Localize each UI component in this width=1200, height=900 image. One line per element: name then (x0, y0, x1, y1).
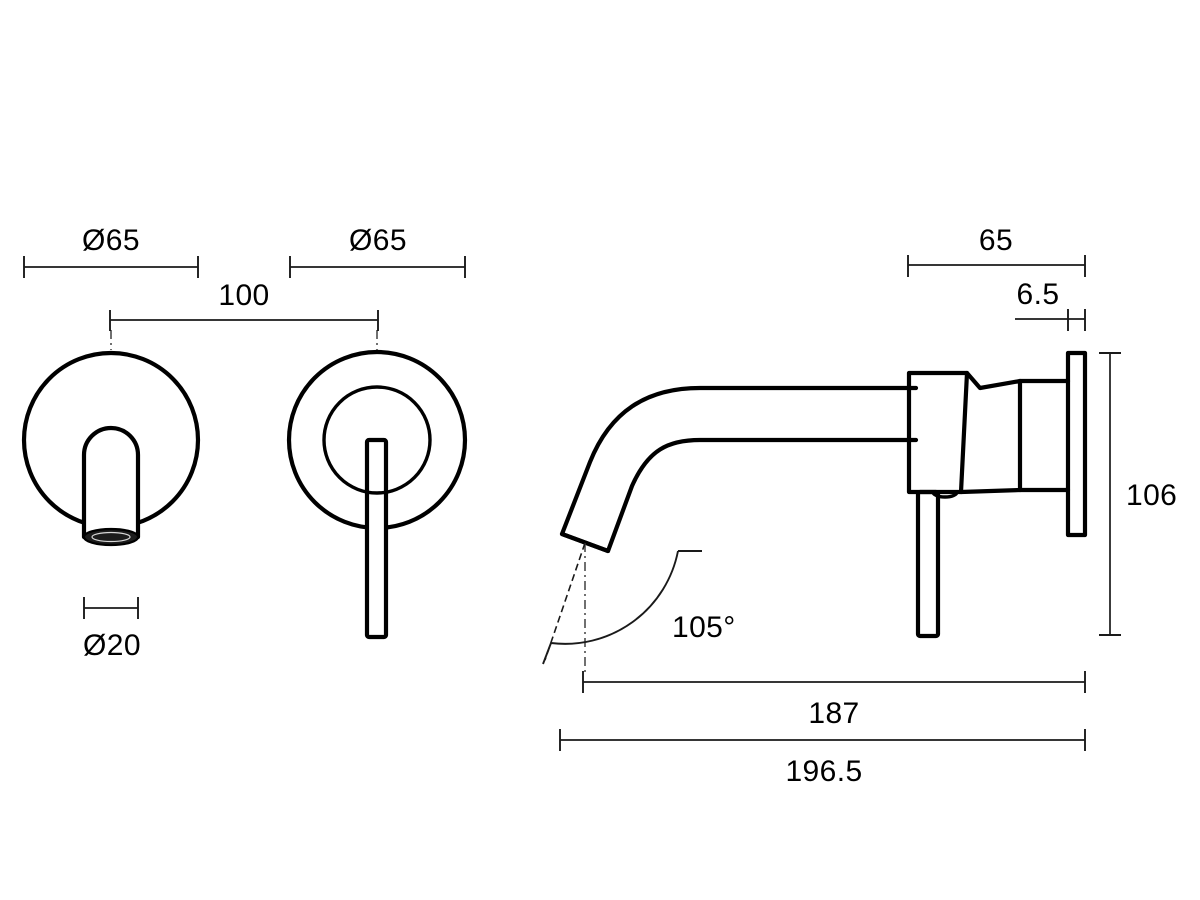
mixer-cover-sleeve (1017, 378, 1071, 493)
dim-label-spout-reach: 187 (808, 697, 859, 730)
dimension-centres-spacing: 100 (109, 279, 379, 331)
angle-arc (550, 550, 679, 645)
dimension-plate-height: 106 (1099, 352, 1177, 636)
dimension-overall-projection: 196.5 (559, 729, 1086, 788)
spout-outlet-face (559, 531, 611, 554)
dimension-outlet-diameter: Ø20 (83, 597, 141, 662)
dimension-body-projection: 65 (907, 224, 1086, 277)
front-spout-view (21, 330, 201, 547)
spout-tube-outline (81, 425, 141, 540)
dim-label-body-projection: 65 (979, 224, 1013, 257)
wall-flange-plate (1065, 350, 1088, 538)
dim-label-handle-plate-diameter: Ø65 (349, 224, 407, 257)
dim-label-centres-spacing: 100 (218, 279, 269, 312)
angle-stream-axis-leader (544, 542, 586, 661)
dim-label-plate-height: 106 (1126, 479, 1177, 512)
dimension-spout-plate-diameter: Ø65 (23, 224, 199, 278)
side-handle-lever (915, 489, 941, 639)
spout-profile-outline (559, 385, 919, 554)
dim-label-outlet-angle: 105° (672, 611, 736, 644)
dim-label-spout-plate-diameter: Ø65 (82, 224, 140, 257)
handle-hub-circle (322, 385, 432, 495)
dim-label-outlet-diameter: Ø20 (83, 629, 141, 662)
dimension-handle-plate-diameter: Ø65 (289, 224, 466, 278)
handle-lever-arm (364, 437, 389, 640)
side-view (559, 350, 1088, 639)
spout-outlet-aerator-icon (82, 527, 140, 547)
spout-outlet-aerator-inner-icon (91, 531, 131, 543)
dim-label-flange-thickness: 6.5 (1017, 278, 1060, 311)
dimension-outlet-angle: 105° (542, 542, 736, 672)
front-handle-view (286, 330, 468, 640)
dimension-flange-thickness: 6.5 (1015, 278, 1086, 331)
dimension-spout-reach: 187 (582, 671, 1086, 730)
angle-arc-tick-lower (542, 642, 552, 665)
dim-label-overall-projection: 196.5 (785, 755, 862, 788)
